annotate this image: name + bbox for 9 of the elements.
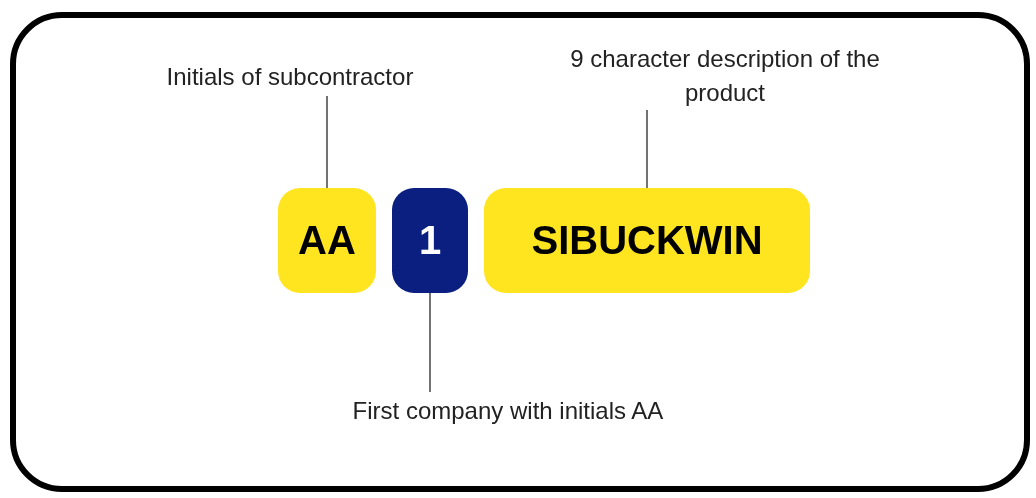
annotation-text: Initials of subcontractor xyxy=(120,58,460,96)
code-segment-box: SIBUCKWIN xyxy=(484,188,810,293)
annotation-text: 9 character description of the product xyxy=(540,42,910,110)
annotation-text: First company with initials AA xyxy=(318,392,698,430)
leader-line xyxy=(429,292,431,393)
code-segment-box: 1 xyxy=(392,188,468,293)
leader-line xyxy=(326,95,328,189)
leader-line xyxy=(646,109,648,189)
code-segment-box: AA xyxy=(278,188,376,293)
